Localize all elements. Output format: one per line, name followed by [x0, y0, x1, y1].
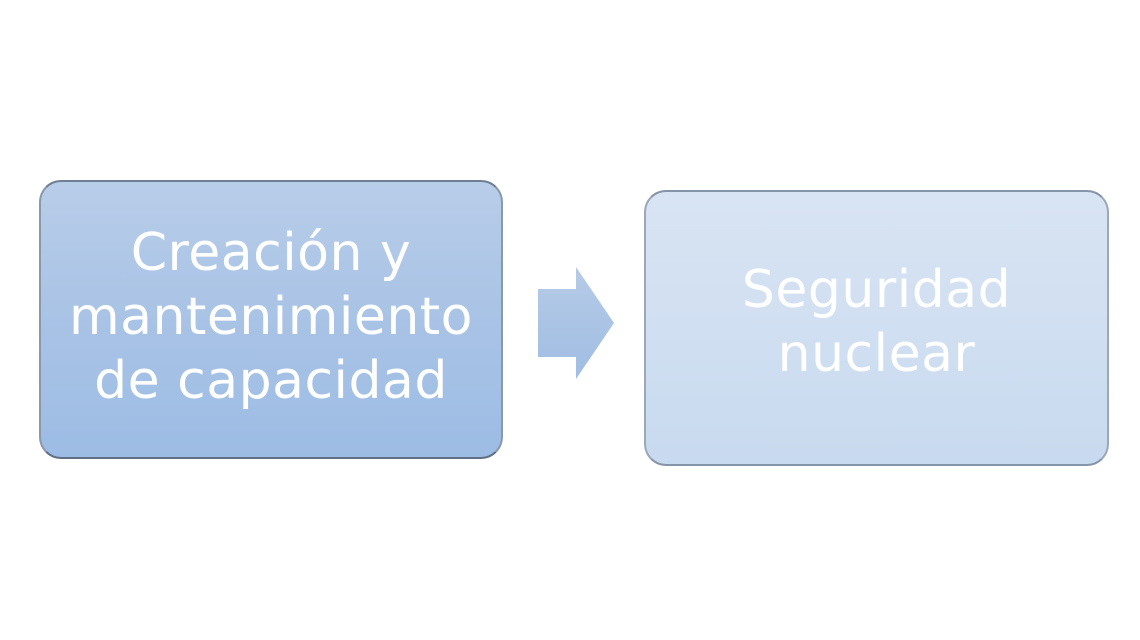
arrow-right-icon	[538, 267, 614, 379]
step-label-line: nuclear	[777, 324, 976, 384]
step-label-capacity: Creación y mantenimiento de capacidad	[49, 221, 493, 413]
step-label-nuclear-safety: Seguridad nuclear	[722, 258, 1031, 386]
step-label-line: Seguridad	[741, 260, 1012, 320]
step-label-line: de capacidad	[94, 350, 448, 411]
step-box-nuclear-safety: Seguridad nuclear	[644, 190, 1109, 466]
step-label-line: mantenimiento	[68, 286, 473, 347]
step-box-capacity: Creación y mantenimiento de capacidad	[39, 180, 503, 459]
step-label-line: Creación y	[130, 222, 412, 283]
